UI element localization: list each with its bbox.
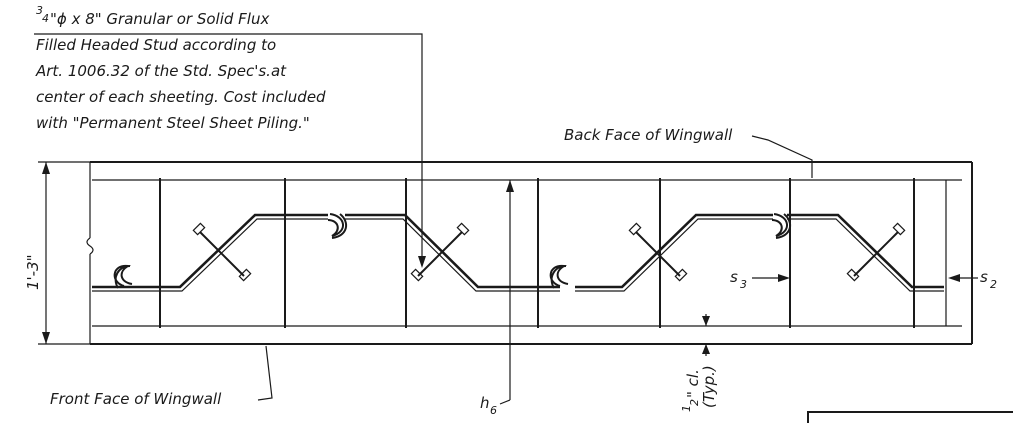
clear-cover-arrowhead [702,344,710,354]
stud-head [846,268,860,282]
stud-head [456,222,470,236]
dimension-arrow-down [42,332,50,344]
h6-label-base: h [480,394,490,412]
s2-arrowhead [948,274,960,282]
stud-head [892,222,906,236]
wingwall-outline [86,161,973,345]
wall-break-symbol [86,237,94,255]
stud-size-numerator: 3 [36,4,43,17]
stud-size-denominator: 4 [42,12,49,25]
s3-dimension: s 3 [730,268,790,291]
s3-arrowhead [778,274,790,282]
dimension-arrow-up [506,180,514,192]
headed-stud [199,231,245,277]
front-face-label: Front Face of Wingwall [50,390,222,408]
headed-studs [192,222,906,282]
sheet-interlocks [113,213,792,289]
h6-dimension: h 6 [480,180,514,417]
sheet-piling-section [575,213,773,289]
sheet-piling-section [787,213,944,289]
height-dimension-label: 1'-3" [24,254,42,290]
height-dimension: 1'-3" [24,161,90,345]
stud-note-line-2: Filled Headed Stud according to [36,36,276,54]
sheet-piling-section-inner [345,218,560,292]
stud-head [410,268,424,282]
vertical-bars [159,178,915,328]
interlock [113,264,133,289]
stud-note-line-3: Art. 1006.32 of the Std. Spec's.at [35,62,287,80]
stud-head [192,222,206,236]
s3-label-subscript: 3 [740,278,747,291]
sheet-piling-section-inner [787,218,944,292]
sheet-piling-section-inner [92,218,328,292]
sheet-piling-section-inner [575,218,773,292]
clear-cover-arrowhead [702,316,710,326]
stud-note-line-1: "ϕ x 8" Granular or Solid Flux [50,10,269,28]
s2-dimension: s 2 [945,180,997,326]
front-face-leader [257,345,273,401]
stud-note: 3 4 "ϕ x 8" Granular or Solid Flux Fille… [34,4,426,268]
stud-head [238,268,252,282]
clear-cover-label: 1 2 " cl. (Typ.) [680,365,718,412]
stud-note-line-4: center of each sheeting. Cost included [36,88,326,106]
stud-head [628,222,642,236]
stud-note-leader [34,33,423,262]
interlock [327,213,348,239]
stud-note-arrowhead [418,256,426,268]
s2-label-subscript: 2 [990,278,997,291]
h6-leader [499,399,511,405]
interlock [771,213,792,239]
clear-cover-dimension: 1 2 " cl. (Typ.) [680,314,718,412]
s3-label-base: s [730,268,738,286]
back-face-label: Back Face of Wingwall [564,126,733,144]
h6-label-subscript: 6 [490,404,497,417]
interlock [549,264,569,289]
clear-cover-numerator: 1 [680,405,693,412]
sheet-piling-section [345,213,560,289]
clear-cover-text: " cl. [684,369,702,398]
dimension-arrow-up [42,162,50,174]
sheet-piling-section [92,213,328,289]
headed-stud [417,231,463,277]
clear-cover-denominator: 2 [688,399,701,406]
title-block-edge [807,411,1013,423]
s2-label-base: s [980,268,988,286]
stud-head [674,268,688,282]
headed-stud [635,231,681,277]
stud-note-line-5: with "Permanent Steel Sheet Piling." [36,114,310,132]
headed-stud [853,231,899,277]
sheet-piling [92,213,944,292]
back-face-leader [751,135,813,178]
clear-cover-typ: (Typ.) [700,365,718,408]
horizontal-bars [92,179,962,327]
